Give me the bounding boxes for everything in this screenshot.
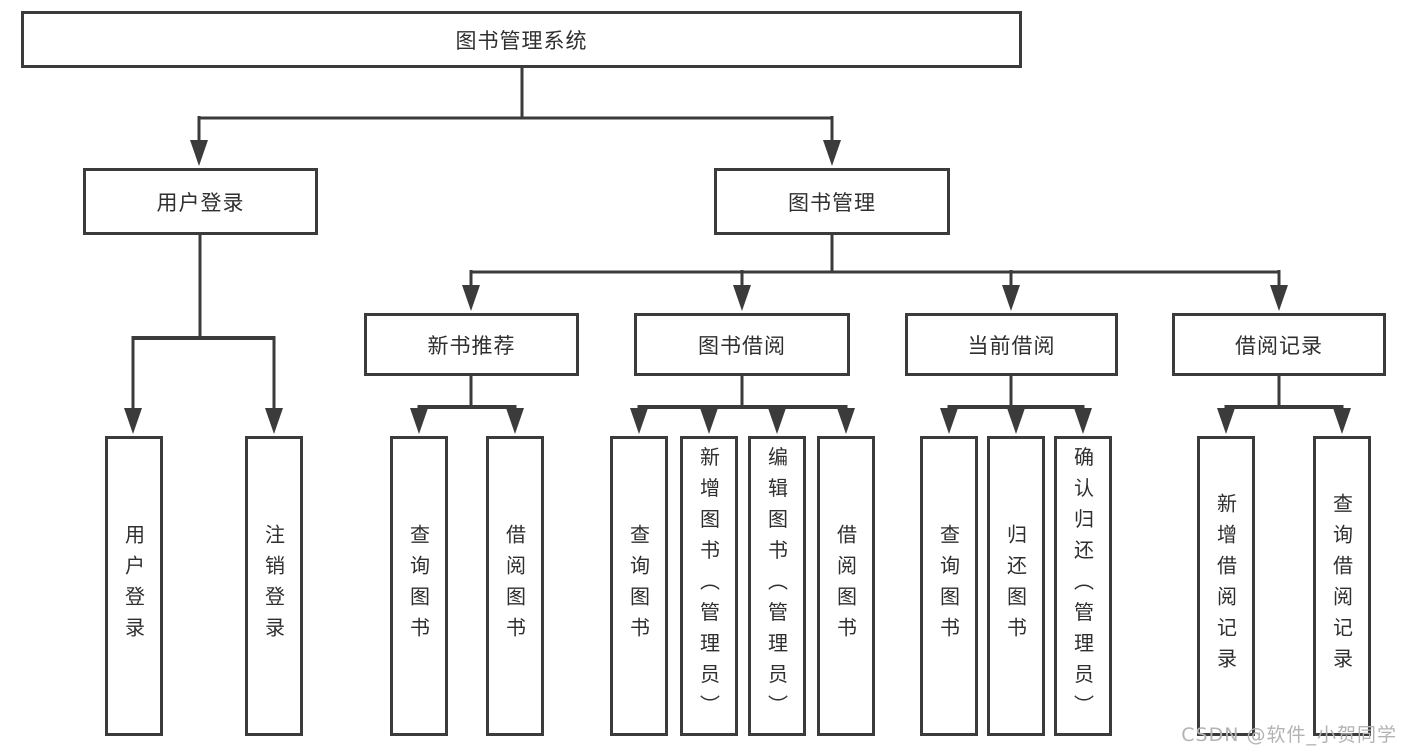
arrow-down-icon [506, 408, 524, 434]
leaf-add-borrow-record: 新增借阅记录 [1197, 436, 1255, 736]
node-user-login: 用户登录 [83, 168, 318, 235]
arrow-down-icon [1007, 408, 1025, 434]
node-current-borrowing: 当前借阅 [905, 313, 1118, 376]
node-new-book-recommend: 新书推荐 [364, 313, 579, 376]
node-label: 新增图书（管理员） [696, 446, 721, 726]
node-label: 查询借阅记录 [1329, 493, 1354, 679]
node-borrow-records: 借阅记录 [1172, 313, 1386, 376]
arrow-down-icon [124, 408, 142, 434]
leaf-borrow-books-recommend: 借阅图书 [486, 436, 544, 736]
arrow-down-icon [462, 285, 480, 311]
node-label: 确认归还（管理员） [1070, 446, 1095, 726]
arrow-down-icon [1270, 285, 1288, 311]
node-label: 借阅图书 [833, 524, 858, 648]
arrow-down-icon [1074, 408, 1092, 434]
leaf-edit-books-admin: 编辑图书（管理员） [748, 436, 806, 736]
leaf-query-books-recommend: 查询图书 [390, 436, 448, 736]
node-book-management: 图书管理 [714, 168, 950, 235]
arrow-down-icon [630, 408, 648, 434]
node-label: 编辑图书（管理员） [764, 446, 789, 726]
arrow-down-icon [1217, 408, 1235, 434]
node-label: 查询图书 [626, 524, 651, 648]
node-label: 当前借阅 [967, 333, 1056, 358]
node-label: 图书管理 [788, 190, 876, 215]
leaf-user-login: 用户登录 [105, 436, 163, 736]
leaf-logout: 注销登录 [245, 436, 303, 736]
node-library-system: 图书管理系统 [21, 11, 1022, 68]
node-label: 用户登录 [121, 524, 146, 648]
arrow-down-icon [265, 408, 283, 434]
node-label: 新增借阅记录 [1213, 493, 1238, 679]
node-label: 归还图书 [1003, 524, 1028, 648]
arrow-down-icon [733, 285, 751, 311]
arrow-down-icon [700, 408, 718, 434]
arrow-down-icon [823, 140, 841, 166]
node-book-borrowing: 图书借阅 [634, 313, 850, 376]
node-label: 用户登录 [156, 190, 245, 215]
arrow-down-icon [837, 408, 855, 434]
node-label: 图书借阅 [698, 333, 786, 358]
node-label: 图书管理系统 [455, 28, 588, 53]
leaf-return-books: 归还图书 [987, 436, 1045, 736]
node-label: 查询图书 [936, 524, 961, 648]
leaf-confirm-return-admin: 确认归还（管理员） [1054, 436, 1112, 736]
arrow-down-icon [940, 408, 958, 434]
leaf-query-books-current: 查询图书 [920, 436, 978, 736]
node-label: 借阅记录 [1235, 333, 1323, 358]
node-label: 新书推荐 [427, 333, 516, 358]
arrow-down-icon [768, 408, 786, 434]
node-label: 注销登录 [261, 524, 286, 648]
arrow-down-icon [1002, 285, 1020, 311]
arrow-down-icon [190, 140, 208, 166]
leaf-query-books-borrow: 查询图书 [610, 436, 668, 736]
node-label: 借阅图书 [502, 524, 527, 648]
arrow-down-icon [1333, 408, 1351, 434]
watermark: CSDN @软件_小贺同学 [1181, 724, 1397, 746]
leaf-query-borrow-record: 查询借阅记录 [1313, 436, 1371, 736]
node-label: 查询图书 [406, 524, 431, 648]
leaf-add-books-admin: 新增图书（管理员） [680, 436, 738, 736]
leaf-borrow-books: 借阅图书 [817, 436, 875, 736]
arrow-down-icon [410, 408, 428, 434]
